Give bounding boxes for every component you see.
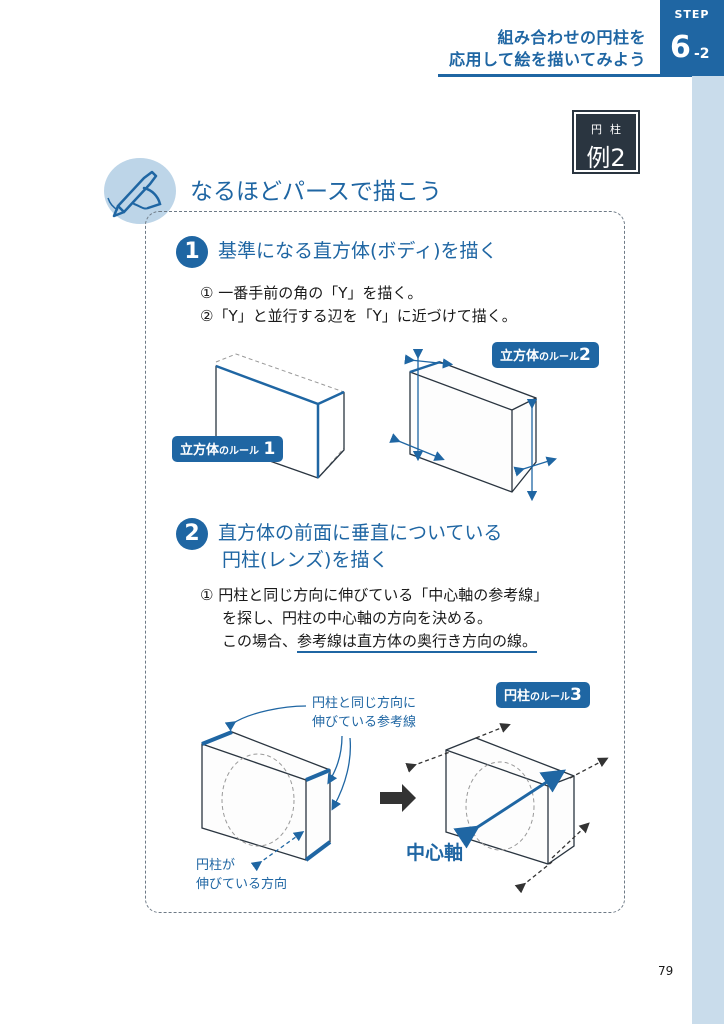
step-tab: STEP 6 -2: [660, 0, 724, 76]
header-title: 組み合わせの円柱を 応用して絵を描いてみよう: [449, 27, 646, 71]
side-strip: [692, 76, 724, 1024]
header-title-line1: 組み合わせの円柱を: [497, 28, 646, 47]
main-heading: なるほどパースで描こう: [190, 179, 442, 205]
section2-step-line1: ① 円柱と同じ方向に伸びている「中心軸の参考線」: [200, 586, 549, 604]
section2-number: 2: [176, 518, 208, 550]
rule2-small: のルール: [539, 352, 580, 363]
header-rule: [438, 74, 692, 77]
section1-title: 基準になる直方体(ボディ)を描く: [218, 240, 498, 262]
header-title-line2: 応用して絵を描いてみよう: [448, 50, 646, 69]
rule-tag-cylinder-3: 円柱のルール3: [496, 682, 590, 708]
section1-step1: ① 一番手前の角の「Y」を描く。: [200, 284, 423, 302]
rule3-prefix: 円柱: [504, 689, 531, 704]
annotation-direction: 円柱が 伸びている方向: [196, 856, 287, 894]
badge-example: 例2: [586, 144, 626, 172]
section2-title-line2: 円柱(レンズ)を描く: [222, 549, 389, 571]
rule2-num: 2: [579, 345, 591, 365]
box3-drawing: [201, 705, 352, 872]
rule1-prefix: 立方体: [180, 443, 220, 458]
center-axis-label: 中心軸: [406, 842, 464, 864]
rule1-small: のルール: [219, 446, 260, 457]
badge-category: 円柱: [591, 123, 629, 136]
box2-drawing: [389, 348, 557, 502]
anno-dir-line1: 円柱が: [196, 858, 236, 873]
pen-hand-icon: [104, 158, 176, 224]
anno-dir-line2: 伸びている方向: [196, 877, 288, 892]
rule3-num: 3: [570, 685, 582, 705]
section2-step-line3: この場合、参考線は直方体の奥行き方向の線。: [200, 630, 548, 653]
step-label: STEP: [674, 8, 710, 21]
section1-step2: ②「Y」と並行する辺を「Y」に近づけて描く。: [200, 307, 517, 325]
section2-title: 直方体の前面に垂直についている 円柱(レンズ)を描く: [218, 520, 502, 574]
rule-tag-cube-1: 立方体のルール 1: [172, 436, 284, 462]
anno-guide-line2: 伸びている参考線: [312, 715, 417, 730]
section2-title-line1: 直方体の前面に垂直についている: [218, 522, 503, 544]
rule3-small: のルール: [530, 692, 571, 703]
rule2-prefix: 立方体: [500, 349, 540, 364]
step-number: 6: [670, 30, 691, 65]
anno-guide-line1: 円柱と同じ方向に: [312, 696, 417, 711]
arrow-right-icon: [380, 784, 416, 812]
section1-number: 1: [176, 236, 208, 268]
example-badge: 円柱 例2: [572, 110, 640, 174]
box4-drawing: [405, 723, 609, 894]
section2-step-line3a: この場合、: [222, 632, 298, 650]
content-frame: [145, 211, 625, 913]
section2-step: ① 円柱と同じ方向に伸びている「中心軸の参考線」 を探し、円柱の中心軸の方向を決…: [200, 584, 548, 653]
section2-step-line3b: 参考線は直方体の奥行き方向の線。: [297, 632, 538, 653]
section2-step-line2: を探し、円柱の中心軸の方向を決める。: [222, 609, 493, 627]
annotation-guide-line: 円柱と同じ方向に 伸びている参考線: [312, 694, 416, 732]
page-number: 79: [658, 964, 674, 978]
rule-tag-cube-2: 立方体のルール2: [492, 342, 599, 368]
rule1-num: 1: [263, 439, 276, 459]
step-sub: -2: [694, 46, 710, 62]
